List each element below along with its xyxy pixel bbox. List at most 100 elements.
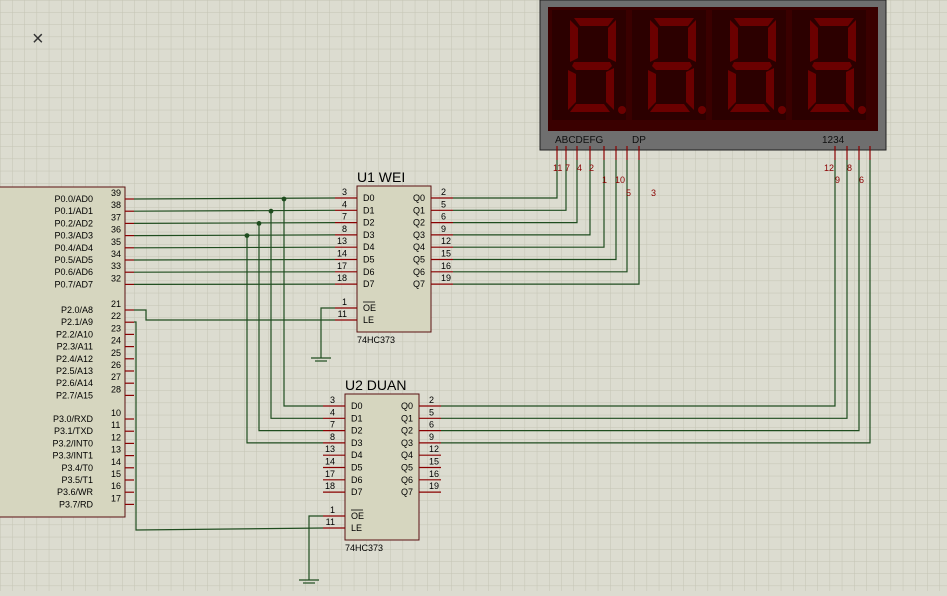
chip-d-number: 13: [337, 236, 347, 246]
mcu-pin-number: 12: [111, 432, 121, 442]
chip-q-number: 15: [441, 249, 451, 259]
chip-d-label: D6: [351, 475, 363, 485]
digit-3: [712, 10, 786, 120]
chip-oe-label: OE: [363, 303, 376, 313]
mcu-pin-number: 16: [111, 481, 121, 491]
mcu-pin-label: P3.5/T1: [61, 475, 93, 485]
digit-4: [792, 10, 866, 120]
mcu-pin-label: P2.2/A10: [56, 329, 93, 339]
chip-q-label: Q6: [401, 475, 413, 485]
mcu-pin-label: P0.4/AD4: [54, 243, 93, 253]
chip-q-number: 5: [441, 199, 446, 209]
chip-d-label: D5: [351, 463, 363, 473]
junction-dot: [257, 221, 262, 226]
segment: [654, 18, 694, 26]
chip-q-label: Q7: [401, 487, 413, 497]
mcu-pin-label: P3.1/TXD: [54, 426, 94, 436]
mcu-pin-number: 34: [111, 249, 121, 259]
chip-d-number: 8: [330, 432, 335, 442]
chip-d-label: D1: [363, 205, 375, 215]
port0-wire-5: [134, 260, 335, 261]
segment-label: ABCDEFG: [555, 135, 604, 146]
mcu-pin-label: P3.6/WR: [57, 487, 94, 497]
chip-d-label: D7: [351, 487, 363, 497]
chip-d-number: 4: [342, 199, 347, 209]
mcu-pin-number: 35: [111, 237, 121, 247]
mcu-pin-label: P2.6/A14: [56, 378, 93, 388]
mcu-pin-number: 17: [111, 493, 121, 503]
close-icon[interactable]: ×: [32, 28, 44, 50]
digit-pin-number: 12: [824, 163, 834, 173]
mcu-component[interactable]: P0.0/AD039P0.1/AD138P0.2/AD237P0.3/AD336…: [0, 187, 134, 517]
chip-d-label: D2: [363, 218, 375, 228]
mcu-pin-number: 26: [111, 360, 121, 370]
chip-d-number: 7: [330, 420, 335, 430]
chip-q-number: 5: [429, 407, 434, 417]
chip-d-number: 4: [330, 407, 335, 417]
chip-type: 74HC373: [345, 543, 383, 553]
chip-d-number: 17: [325, 469, 335, 479]
chip-q-label: Q3: [401, 438, 413, 448]
chip-q-label: Q5: [401, 463, 413, 473]
digit-pin-number: 9: [835, 175, 840, 185]
port0-wire-3: [134, 235, 335, 236]
chip-q-number: 6: [441, 212, 446, 222]
chip-q-label: Q3: [413, 230, 425, 240]
digit-label: 1234: [822, 135, 845, 146]
mcu-pin-number: 38: [111, 200, 121, 210]
chip-q-label: Q4: [401, 450, 413, 460]
chip-d-label: D0: [351, 401, 363, 411]
chip-d-label: D5: [363, 255, 375, 265]
mcu-pin-number: 15: [111, 469, 121, 479]
chip-d-number: 13: [325, 444, 335, 454]
chip-q-label: Q2: [413, 218, 425, 228]
mcu-pin-number: 14: [111, 457, 121, 467]
junction-dot: [269, 209, 274, 214]
junction-dot: [245, 233, 250, 238]
mcu-pin-label: P3.2/INT0: [52, 438, 93, 448]
mcu-pin-number: 24: [111, 336, 121, 346]
mcu-pin-label: P2.3/A11: [57, 342, 93, 352]
segment: [734, 18, 774, 26]
chip-q-label: Q0: [413, 193, 425, 203]
mcu-pin-label: P0.2/AD2: [54, 218, 93, 228]
segment-pin-number: 10: [615, 175, 625, 185]
digit-pin-number: 6: [859, 175, 864, 185]
mcu-pin-label: P2.0/A8: [61, 305, 93, 315]
mcu-pin-number: 25: [111, 348, 121, 358]
mcu-pin-number: 33: [111, 261, 121, 271]
segment-pin-number: 11: [553, 163, 562, 173]
mcu-pin-number: 22: [111, 311, 121, 321]
segment-pin-number: 3: [651, 188, 656, 198]
segment-pin-number: 7: [565, 163, 570, 173]
chip-d-label: D3: [351, 438, 363, 448]
mcu-pin-label: P2.7/A15: [56, 390, 93, 400]
chip-le-number: 11: [338, 309, 347, 319]
mcu-pin-number: 23: [111, 323, 121, 333]
chip-q-number: 6: [429, 420, 434, 430]
decimal-point: [618, 106, 626, 114]
chip-d-number: 3: [330, 395, 335, 405]
chip-q-number: 2: [441, 187, 446, 197]
mcu-pin-label: P2.4/A12: [56, 354, 93, 364]
chip-q-label: Q1: [413, 205, 425, 215]
chip-q-label: Q6: [413, 267, 425, 277]
mcu-pin-label: P0.5/AD5: [54, 255, 93, 265]
chip-q-number: 16: [441, 261, 451, 271]
chip-oe-number: 1: [330, 505, 335, 515]
segment: [812, 62, 852, 70]
chip-d-label: D2: [351, 426, 363, 436]
chip-d-label: D7: [363, 279, 375, 289]
chip-d-label: D6: [363, 267, 375, 277]
mcu-pin-number: 36: [111, 225, 121, 235]
chip-oe-number: 1: [342, 297, 347, 307]
segment: [574, 18, 614, 26]
chip-q-label: Q0: [401, 401, 413, 411]
chip-d-number: 18: [337, 273, 347, 283]
segment: [732, 62, 772, 70]
dp-label: DP: [632, 135, 646, 146]
chip-q-number: 15: [429, 457, 439, 467]
chip-q-number: 19: [441, 273, 451, 283]
